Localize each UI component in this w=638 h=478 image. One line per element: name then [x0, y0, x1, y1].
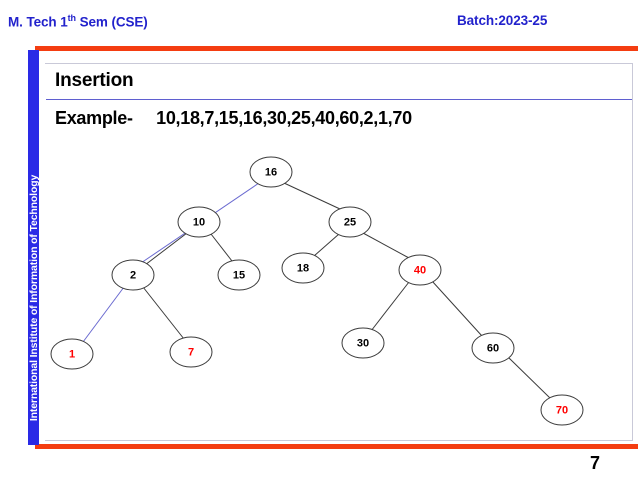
header-course-prefix: M. Tech 1 [8, 14, 68, 30]
header-batch: Batch:2023-25 [457, 13, 548, 28]
title-underline-rule [46, 99, 632, 100]
top-red-divider [35, 46, 638, 51]
institute-sidebar-bar: International Institute of Information o… [28, 50, 40, 445]
example-line: Example- 10,18,7,15,16,30,25,40,60,2,1,7… [55, 108, 412, 128]
bottom-red-divider [35, 444, 638, 449]
header-course-suffix: Sem (CSE) [75, 14, 148, 30]
header-course-title: M. Tech 1th Sem (CSE) [8, 13, 148, 30]
page-title: Insertion [55, 70, 134, 91]
page-number: 7 [590, 453, 601, 473]
institute-sidebar-label: International Institute of Information o… [28, 174, 40, 422]
header-course-ordinal-suffix: th [67, 13, 76, 23]
